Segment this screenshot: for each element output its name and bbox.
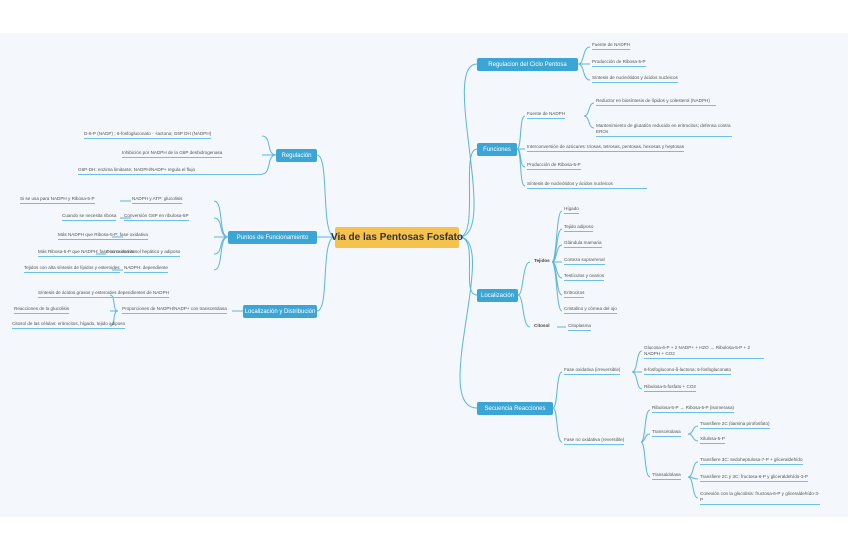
branch-localizacion[interactable]: Localización: [477, 289, 518, 302]
leaf-e9: Xilulosa-5-P: [700, 436, 725, 444]
branch-regulacion-ciclo[interactable]: Regulacion del Ciclo Pentosa: [477, 58, 578, 71]
leaf-e3: 6-fosfoglucono-δ-lactona; 6-fosfoglucona…: [644, 367, 732, 375]
leaf-d3: Glándula mamaria: [564, 240, 602, 248]
branch-regulacion[interactable]: Regulación: [276, 149, 317, 162]
leaf-e8: Transfiere 2C (tiamina pirofosfato): [700, 421, 770, 429]
leaf-e5: Fase no oxidativa (reversible): [564, 437, 625, 445]
leaf-e12: Transfiere 2C y 3C: fructosa-6-P y glice…: [700, 474, 808, 482]
connector-lines: [96, 46, 699, 499]
leaf-a4: Si se usa para NADPH y Ribosa-5-P: [20, 196, 95, 204]
branch-funciones[interactable]: Funciones: [477, 143, 517, 156]
leaf-b3: Síntesis de ácidos grasos y esteroides d…: [38, 290, 169, 298]
leaf-a9: Conversión G6P en ribulosa-5P: [124, 213, 189, 221]
leaf-d2: Tejido adiposo: [564, 224, 594, 232]
leaf-a7: Más Ribosa-5-P que NADPH: fase no oxidat…: [38, 249, 135, 257]
leaf-a2: Inhibición por NADPH de la G6P deshidrog…: [122, 150, 223, 158]
leaf-a10: Ocurre en citosol hepático y adiposo: [106, 249, 181, 257]
leaf-a3: G6P-DH: enzima limitante; NADPH/NADP+ re…: [78, 167, 262, 175]
leaf-a6: Más NADPH que Ribosa-5-P: fase oxidativa: [58, 232, 148, 240]
leaf-c2: Reductor en biosíntesis de lípidos y col…: [596, 98, 716, 106]
central-topic[interactable]: Via de las Pentosas Fosfato: [331, 227, 463, 248]
leaf-a8: NADPH y ATP: glucolisis: [132, 196, 183, 204]
leaf-c3: Mantenimiento de glutatión reducido en e…: [596, 123, 732, 137]
leaf-d6: Eritrocitos: [564, 290, 585, 298]
leaf-d4: Corteza suprarrenal: [564, 257, 605, 265]
leaf-d7: Cristalino y córnea del ojo: [564, 306, 617, 314]
branch-puntos-funcionamiento[interactable]: Puntos de Funcionamiento: [228, 231, 317, 244]
leaf-b2: Proporciones de NADPH/NADP+ con transcet…: [122, 306, 227, 314]
leaf-c5: Síntesis de nucleótidos y ácidos nucleic…: [592, 75, 678, 83]
leaf-b1: NADPH: dependiente: [124, 265, 168, 273]
branch-secuencia-reacciones[interactable]: Secuencia Reacciones: [477, 402, 553, 415]
leaf-tejidos: Tejidos: [534, 258, 550, 263]
leaf-d5: Testículos y ovarios: [564, 273, 605, 281]
leaf-a11: Tejidos con alta síntesis de lípidos y e…: [24, 265, 120, 273]
leaf-c7: Reacciones de la glucolisis: [14, 306, 70, 314]
leaf-c8: Citosol de las células: eritrocitos, híg…: [12, 321, 126, 329]
leaf-c2-label: Fuente de NADPH: [527, 111, 566, 119]
mindmap-canvas: Via de las Pentosas Fosfato Regulación P…: [0, 33, 848, 517]
leaf-d1: Hígado: [564, 206, 579, 214]
leaf-e2: Glucosa-6-P + 2 NADP+ + H2O → Ribulosa-5…: [644, 345, 764, 359]
leaf-d8: Citosol: [534, 323, 550, 328]
leaf-c6: Interconversión de azúcares: triosas, te…: [527, 144, 685, 152]
leaf-e1: Fase oxidativa (irreversible): [564, 367, 621, 375]
leaf-a1: D-6-P (NADP) ; 6-fosfogluconato · -lacto…: [84, 131, 212, 139]
leaf-e13: Conexión con la glucolisis: fructosa-6-P…: [700, 491, 820, 505]
leaf-e11: Transfiere 3C: sedoheptulosa-7-P + glice…: [700, 457, 803, 465]
leaf-c1: Fuente de NADPH: [592, 42, 631, 50]
branch-localizacion-distribucion[interactable]: Localización y Distribución: [243, 305, 317, 318]
leaf-a5: Cuando se necesita ribosa: [62, 213, 117, 221]
leaf-e4: Ribulosa-5-fosfato + CO2: [644, 384, 696, 392]
leaf-c4b: Producción de Ribosa-5-P: [527, 162, 581, 170]
leaf-e7: Transcetolasa: [652, 429, 681, 437]
leaf-c5b: Síntesis de nucleótidos y ácidos nucleic…: [527, 181, 647, 189]
leaf-d9: Citoplasma: [568, 323, 591, 331]
leaf-c4: Producción de Ribosa-5-P: [592, 59, 646, 67]
leaf-e10: Transaldolasa: [652, 472, 681, 480]
leaf-e6: Ribulosa-5-P → Ribosa-5-P (isomerasa): [652, 405, 735, 413]
